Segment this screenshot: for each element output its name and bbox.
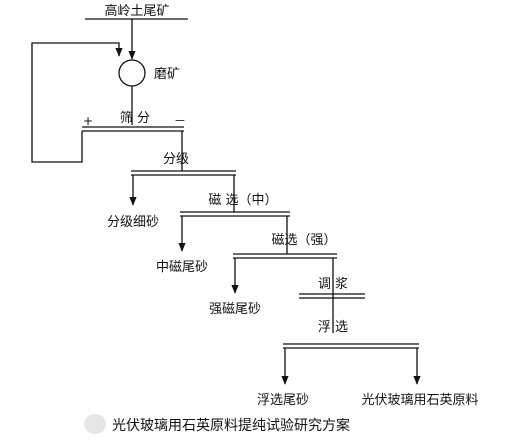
- classification-label: 分级: [163, 152, 189, 167]
- screen-minus-sign: －: [174, 114, 186, 128]
- flotation-tailings-label: 浮选尾砂: [257, 393, 309, 408]
- feed-label: 高岭土尾矿: [104, 3, 169, 19]
- flotation-label: 浮 选: [318, 320, 348, 335]
- classified-fines-label: 分级细砂: [107, 215, 159, 230]
- recycle-loop-arrow: [31, 42, 123, 163]
- strong-tailings-label: 强磁尾砂: [209, 302, 261, 317]
- medium-tailings-label: 中磁尾砂: [156, 260, 208, 275]
- magnetic-medium-label: 磁 选（中）: [208, 193, 277, 208]
- screening-label: 筛 分: [120, 111, 150, 126]
- caption: 光伏玻璃用石英原料提纯试验研究方案: [112, 417, 350, 434]
- product-label: 光伏玻璃用石英原料: [361, 393, 478, 408]
- magnetic-strong-label: 磁选（强）: [271, 233, 336, 248]
- grinding-mill-circle: [118, 59, 146, 87]
- grinding-label: 磨矿: [154, 67, 180, 82]
- slurry-label: 调 浆: [318, 277, 348, 292]
- caption-decoration-icon: [84, 414, 106, 434]
- screen-plus-sign: +: [83, 114, 93, 128]
